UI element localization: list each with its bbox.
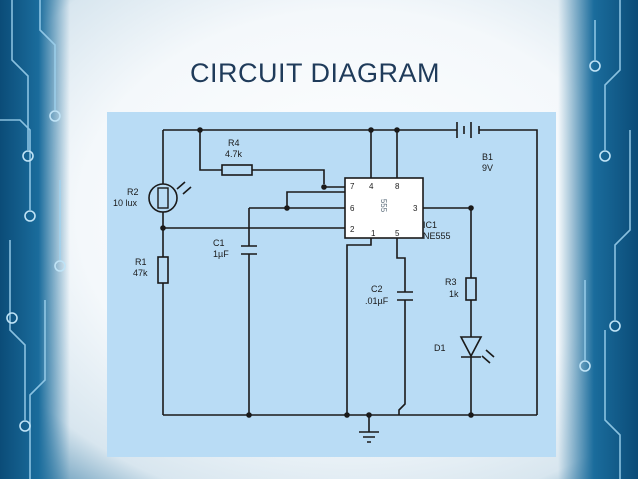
r1-resistor — [157, 256, 169, 284]
r3-ref: R3 — [445, 277, 457, 287]
r3-resistor — [465, 277, 477, 301]
d1-led — [459, 336, 483, 358]
r1-value: 47k — [133, 268, 148, 278]
pin-3-label: 3 — [413, 204, 418, 213]
r1-ref: R1 — [135, 257, 147, 267]
pin-1-label: 1 — [371, 229, 376, 238]
ic1-value: NE555 — [423, 231, 451, 241]
c1-ref: C1 — [213, 238, 225, 248]
ne555-ic — [344, 177, 424, 239]
r4-ref: R4 — [228, 138, 240, 148]
pin-2-label: 2 — [350, 225, 355, 234]
circuit-diagram: R4 4.7k R2 10 lux R1 47k C1 1µF C2 .01µF… — [107, 112, 556, 457]
right-frame-decoration — [558, 0, 638, 479]
pin-5-label: 5 — [395, 229, 400, 238]
r2-ref: R2 — [127, 187, 139, 197]
r4-resistor — [221, 164, 253, 176]
schematic-wiring — [148, 122, 538, 443]
b1-ref: B1 — [482, 152, 494, 162]
b1-value: 9V — [482, 163, 494, 173]
left-frame-decoration — [0, 0, 70, 479]
c1-value: 1µF — [213, 249, 229, 259]
d1-ref: D1 — [434, 343, 446, 353]
slide-title: CIRCUIT DIAGRAM — [190, 58, 441, 88]
r2-value: 10 lux — [113, 198, 138, 208]
chip-marking: 555 — [379, 198, 389, 213]
c2-ref: C2 — [371, 284, 383, 294]
c2-value: .01µF — [365, 296, 389, 306]
r3-value: 1k — [449, 289, 459, 299]
r4-value: 4.7k — [225, 149, 243, 159]
pin-8-label: 8 — [395, 182, 400, 191]
pin-4-label: 4 — [369, 182, 374, 191]
pin-7-label: 7 — [350, 182, 355, 191]
r2-ldr — [148, 183, 178, 213]
ic1-ref: IC1 — [423, 220, 438, 230]
pin-6-label: 6 — [350, 204, 355, 213]
